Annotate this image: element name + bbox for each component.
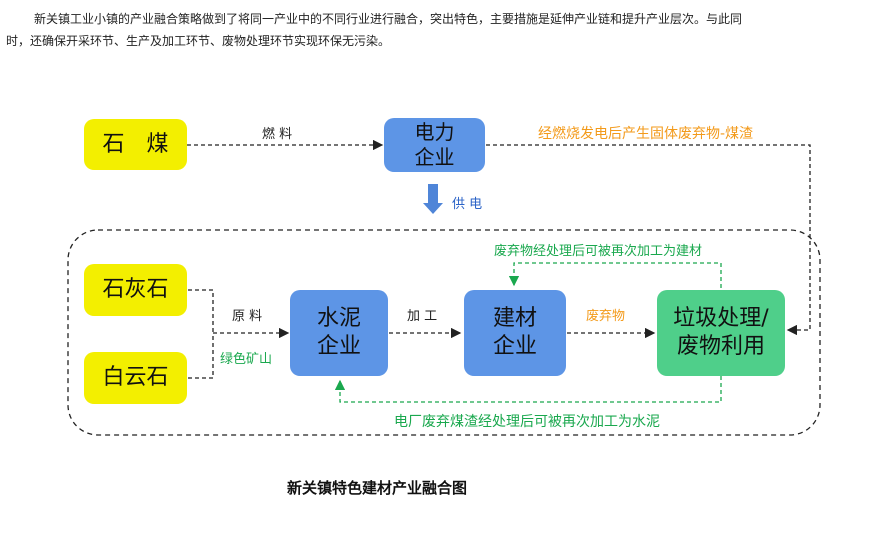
- node-waste-processing: 垃圾处理/ 废物利用: [657, 290, 785, 376]
- connector-limestone: [188, 289, 214, 333]
- connector-dolomite: [188, 333, 214, 379]
- label-recycle-cement: 电厂废弃煤渣经处理后可被再次加工为水泥: [394, 414, 660, 430]
- node-coal: 石 煤: [84, 119, 187, 170]
- intro-paragraph: 新关镇工业小镇的产业融合策略做到了将同一产业中的不同行业进行融合，突出特色，主要…: [6, 8, 806, 52]
- label-recycle-building: 废弃物经处理后可被再次加工为建材: [494, 244, 703, 259]
- node-building-company: 建材 企业: [464, 290, 566, 376]
- industry-cluster-border: [67, 229, 821, 436]
- node-dolomite: 白云石: [84, 352, 187, 404]
- arrow-recycle-cement: [334, 376, 722, 403]
- diagram-caption: 新关镇特色建材产业融合图: [287, 479, 468, 497]
- node-power-company: 电力 企业: [384, 118, 485, 172]
- label-waste-material: 废弃物: [586, 309, 626, 324]
- node-limestone: 石灰石: [84, 264, 187, 316]
- intro-line-2: 时，还确保开采环节、生产及加工环节、废物处理环节实现环保无污染。: [6, 34, 391, 48]
- label-power-supply: 供 电: [452, 197, 483, 212]
- label-green-mine: 绿色矿山: [220, 352, 273, 367]
- label-power-slag: 经燃烧发电后产生固体废弃物-煤渣: [538, 126, 754, 142]
- arrow-recycle-building: [508, 262, 722, 288]
- label-processing: 加 工: [407, 309, 438, 324]
- label-raw-material: 原 料: [232, 309, 263, 324]
- power-supply-arrow: [423, 184, 443, 214]
- arrow-power-to-waste: [486, 144, 811, 336]
- intro-line-1: 新关镇工业小镇的产业融合策略做到了将同一产业中的不同行业进行融合，突出特色，主要…: [34, 12, 743, 26]
- label-fuel: 燃 料: [262, 127, 293, 142]
- node-cement-company: 水泥 企业: [290, 290, 388, 376]
